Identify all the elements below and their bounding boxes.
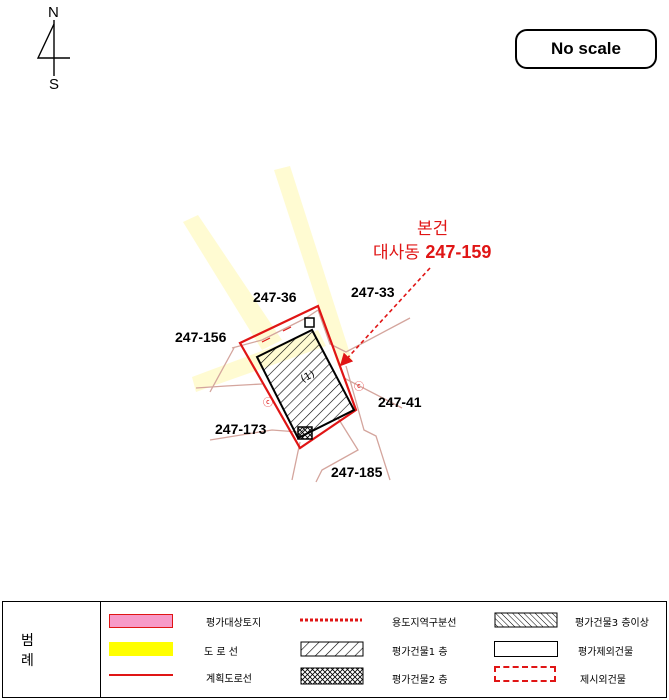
parcel-label: 247-156 <box>175 329 227 345</box>
north-arrow-icon <box>36 20 70 76</box>
subject-parcel-number: 247-159 <box>425 242 492 262</box>
legend-yellow-fill-swatch <box>109 642 173 656</box>
compass-south-label: S <box>49 76 60 93</box>
building-mark-c-right: ⓒ <box>354 381 364 393</box>
legend-label: 계획도로선 <box>206 674 252 685</box>
legend: 범 례 평가대상토지 용도지역구분선 평가건물3 층이상 도 로 선 평가건물1… <box>2 601 667 698</box>
legend-red-dashed-box-swatch <box>494 666 556 682</box>
subject-address: 대사동 247-159 <box>373 238 491 263</box>
annex-bottom <box>297 426 313 440</box>
parcel-label: 247-33 <box>351 284 395 300</box>
legend-red-line-swatch <box>109 674 173 676</box>
legend-title: 범 례 <box>3 602 101 697</box>
legend-cross-hatch-swatch <box>300 667 364 685</box>
parcel-label: 247-41 <box>378 394 422 410</box>
legend-empty-box-swatch <box>494 641 558 657</box>
subject-title: 본건 <box>417 219 449 239</box>
annex-top <box>304 317 315 328</box>
building-mark-c-left: ⓒ <box>263 397 273 409</box>
legend-pink-fill-swatch <box>109 614 173 628</box>
legend-label: 용도지역구분선 <box>392 618 457 629</box>
planned-road-marks <box>261 326 292 343</box>
subject-address-prefix: 대사동 <box>373 243 426 263</box>
parcel-label: 247-185 <box>331 464 383 480</box>
legend-label: 제시외건물 <box>580 675 626 686</box>
legend-label: 평가제외건물 <box>578 647 634 658</box>
cadastral-map: (1) ⓒ ⓒ <box>36 20 431 483</box>
parcel-label: 247-173 <box>215 421 267 437</box>
legend-label: 평가대상토지 <box>206 618 262 629</box>
parcel-label: 247-36 <box>253 289 297 305</box>
legend-dense-hatch-swatch <box>494 612 558 628</box>
legend-label: 평가건물1 층 <box>392 647 448 658</box>
legend-label: 도 로 선 <box>204 647 238 658</box>
subject-pointer-arrow <box>339 267 431 367</box>
legend-red-dotted-line-swatch <box>300 618 362 622</box>
legend-diagonal-hatch-swatch <box>300 641 364 657</box>
scale-label: No scale <box>515 29 657 69</box>
legend-label: 평가건물3 층이상 <box>575 618 649 629</box>
legend-label: 평가건물2 층 <box>392 675 448 686</box>
building-one-floor <box>255 328 356 440</box>
compass-north-label: N <box>48 4 59 21</box>
subject-land-boundary <box>238 304 358 450</box>
